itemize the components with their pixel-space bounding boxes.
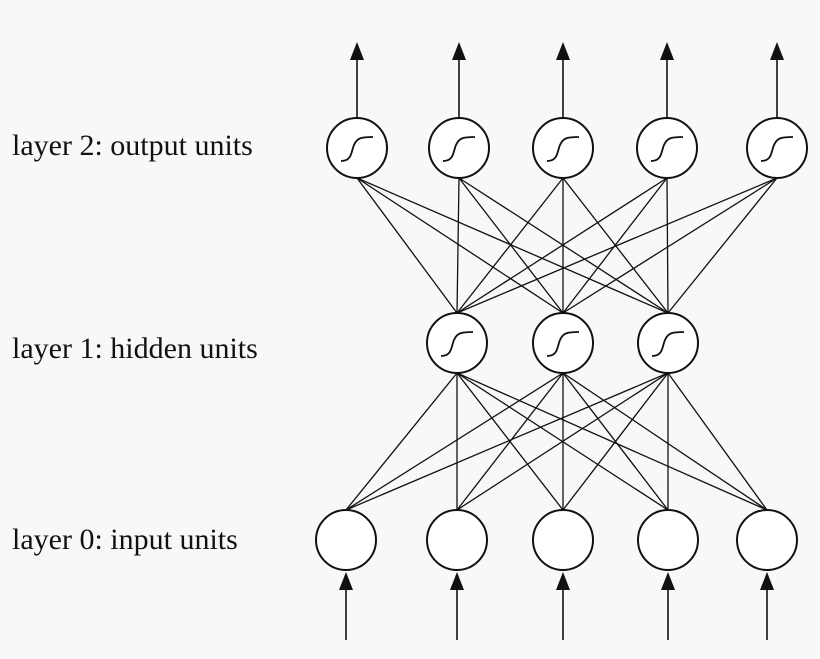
input-arrow-1-head [450,572,464,590]
output-arrow-1 [452,42,466,118]
input-unit-circle [736,509,798,571]
output-unit-1 [428,117,490,179]
output-unit-3 [636,117,698,179]
layer-1-label: layer 1: hidden units [12,332,258,365]
input-unit-2 [532,509,594,571]
output-arrow-1-head [452,42,466,60]
connection-input-4-hidden-0 [456,372,768,511]
output-arrow-0 [350,42,364,118]
input-arrow-4 [760,572,774,640]
sigmoid-icon [651,331,685,357]
hidden-unit-2 [637,312,699,374]
output-unit-0 [326,117,388,179]
output-arrow-3-head [660,42,674,60]
io-arrows [339,42,784,640]
input-unit-4 [736,509,798,571]
connection-hidden-0-output-0 [356,177,458,314]
output-unit-circle [428,117,490,179]
connection-hidden-2-output-2 [562,177,669,314]
input-unit-1 [426,509,488,571]
connection-input-3-hidden-1 [562,372,669,511]
connection-input-0-hidden-1 [345,372,564,511]
sigmoid-icon [440,331,474,357]
output-unit-2 [532,117,594,179]
connection-hidden-2-output-1 [458,177,669,314]
input-unit-3 [637,509,699,571]
input-unit-circle [315,509,377,571]
connection-hidden-1-output-0 [356,177,564,314]
units [315,117,808,571]
input-unit-circle [637,509,699,571]
hidden-unit-1 [532,312,594,374]
connection-hidden-2-output-0 [356,177,669,314]
output-arrow-2 [556,42,570,118]
connection-hidden-0-output-4 [456,177,778,314]
connection-input-2-hidden-0 [456,372,564,511]
hidden-unit-circle [426,312,488,374]
connection-input-4-hidden-1 [562,372,768,511]
output-unit-circle [636,117,698,179]
connection-input-4-hidden-2 [667,372,768,511]
input-unit-circle [532,509,594,571]
input-arrow-0-head [339,572,353,590]
input-arrow-4-head [760,572,774,590]
input-unit-0 [315,509,377,571]
connection-hidden-2-output-4 [667,177,778,314]
output-unit-circle [532,117,594,179]
output-arrow-3 [660,42,674,118]
sigmoid-icon [442,136,476,162]
input-arrow-3-head [661,572,675,590]
connections [345,177,778,511]
output-arrow-4 [770,42,784,118]
layer-2-label: layer 2: output units [12,129,253,162]
hidden-unit-circle [637,312,699,374]
sigmoid-icon [546,331,580,357]
sigmoid-icon [760,136,794,162]
connection-input-0-hidden-2 [345,372,669,511]
output-arrow-2-head [556,42,570,60]
connection-hidden-1-output-4 [562,177,778,314]
hidden-unit-circle [532,312,594,374]
input-arrow-1 [450,572,464,640]
layer-0-label: layer 0: input units [12,523,238,556]
sigmoid-icon [546,136,580,162]
input-unit-circle [426,509,488,571]
connection-hidden-0-output-2 [456,177,564,314]
connection-hidden-2-output-3 [666,177,669,314]
output-unit-circle [326,117,388,179]
sigmoid-icon [650,136,684,162]
input-arrow-3 [661,572,675,640]
connection-hidden-0-output-3 [456,177,668,314]
connection-input-3-hidden-0 [456,372,669,511]
hidden-unit-0 [426,312,488,374]
output-unit-4 [746,117,808,179]
connection-input-0-hidden-0 [345,372,458,511]
connection-hidden-0-output-1 [456,177,460,314]
input-arrow-0 [339,572,353,640]
output-unit-circle [746,117,808,179]
input-arrow-2-head [556,572,570,590]
output-arrow-4-head [770,42,784,60]
output-arrow-0-head [350,42,364,60]
input-arrow-2 [556,572,570,640]
sigmoid-icon [340,136,374,162]
